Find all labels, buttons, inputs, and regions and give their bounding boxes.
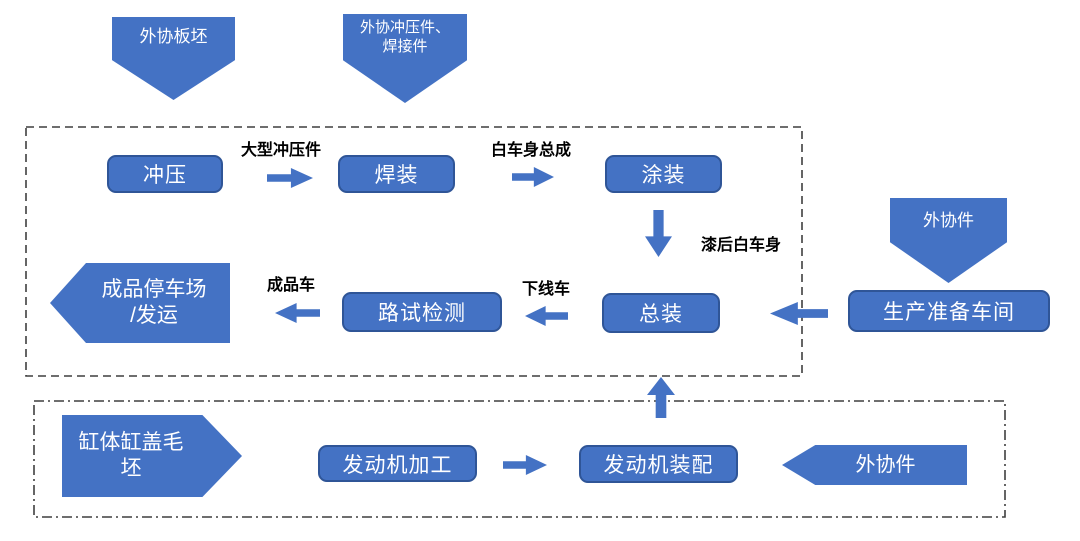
- prep-workshop-box: 生产准备车间: [848, 290, 1050, 332]
- painting-label: 涂装: [641, 164, 686, 187]
- road-test-box: 路试检测: [342, 292, 502, 332]
- cylinder-blank-input-shape: 缸体缸盖毛 坯: [62, 415, 242, 497]
- road-test-label: 路试检测: [378, 302, 466, 325]
- painted-body-flow-label: 漆后白车身: [700, 237, 782, 254]
- final-assembly-box: 总装: [602, 293, 720, 333]
- engine-assembly-box: 发动机装配: [579, 445, 738, 483]
- parking-shipping-shape: 成品停车场 /发运: [50, 263, 230, 343]
- vehicle-plant-boundary: [25, 126, 803, 377]
- painting-box: 涂装: [605, 155, 722, 193]
- engine-assembly-label: 发动机装配: [603, 454, 714, 477]
- stamping-label: 冲压: [143, 164, 187, 187]
- external-slab-input-label: 外协板坯: [139, 27, 208, 46]
- cylinder-blank-input-label: 缸体缸盖毛 坯: [78, 430, 184, 480]
- offline-car-flow-label: 下线车: [521, 281, 571, 298]
- external-stamping-welding-input-label: 外协冲压件、 焊接件: [359, 19, 450, 55]
- engine-plant-boundary: [33, 400, 1006, 518]
- finished-car-flow-label: 成品车: [266, 277, 316, 294]
- body-in-white-flow-label: 白车身总成: [490, 142, 572, 159]
- large-stampings-flow-label: 大型冲压件: [240, 142, 322, 159]
- external-parts-input-engine-label: 外协件: [855, 453, 916, 476]
- engine-machining-box: 发动机加工: [318, 445, 477, 482]
- final-assembly-label: 总装: [639, 303, 683, 326]
- stamping-box: 冲压: [107, 155, 223, 193]
- engine-machining-label: 发动机加工: [342, 453, 453, 477]
- welding-label: 焊装: [374, 164, 419, 187]
- prep-workshop-label: 生产准备车间: [883, 301, 1015, 324]
- welding-box: 焊装: [338, 155, 455, 193]
- parking-shipping-label: 成品停车场 /发运: [101, 277, 207, 327]
- external-parts-input-top-label: 外协件: [923, 211, 974, 230]
- external-parts-input-engine-shape: 外协件: [782, 445, 967, 485]
